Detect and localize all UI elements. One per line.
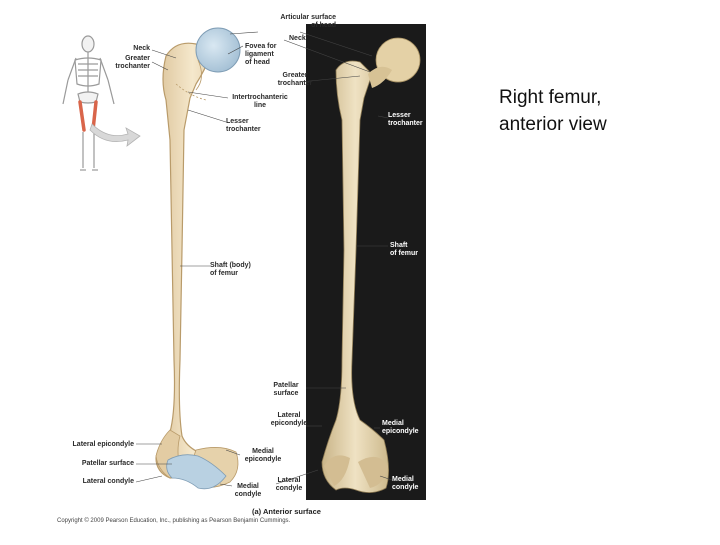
- label-lateral-epicondyle-left: Lateral epicondyle: [72, 441, 134, 448]
- label-greater-trochanter-left: Greater trochanter: [115, 55, 150, 70]
- label-medial-condyle-mid: Medial condyle: [234, 483, 262, 498]
- label-lateral-condyle-left: Lateral condyle: [82, 478, 134, 485]
- label-greater-trochanter-mid: Greater trochanter: [277, 72, 313, 87]
- label-neck-mid: Neck: [289, 35, 306, 42]
- label-lesser-trochanter-mid: Lesser trochanter: [226, 118, 261, 133]
- label-medial-epicondyle-mid: Medial epicondyle: [244, 448, 282, 463]
- slide-caption: Right femur, anterior view: [499, 87, 607, 135]
- femur-photo: [321, 37, 421, 493]
- label-medial-condyle-photo: Medial condyle: [392, 476, 419, 491]
- label-shaft-mid: Shaft (body) of femur: [210, 262, 251, 277]
- label-intertrochanteric: Intertrochanteric line: [232, 94, 288, 109]
- pointer-arrow-icon: [89, 123, 141, 147]
- leader-lines: [135, 31, 393, 487]
- label-neck-left: Neck: [133, 45, 150, 52]
- label-patellar-surface-left: Patellar surface: [81, 460, 134, 467]
- photo-panel: [306, 24, 426, 500]
- label-lateral-epicondyle-mid: Lateral epicondyle: [270, 412, 308, 427]
- label-patellar-surface-mid: Patellar surface: [273, 382, 299, 397]
- label-shaft-photo: Shaft of femur: [390, 242, 418, 257]
- label-fovea: Fovea for ligament of head: [245, 43, 277, 66]
- label-lateral-condyle-mid: Lateral condyle: [275, 477, 303, 492]
- label-medial-epicondyle-photo: Medial epicondyle: [382, 420, 419, 435]
- femur-drawing: [155, 27, 241, 490]
- subcaption: (a) Anterior surface: [252, 507, 321, 516]
- label-articular-surface: Articular surface of head: [280, 14, 336, 29]
- label-lesser-trochanter-photo: Lesser trochanter: [388, 112, 423, 127]
- copyright-notice: Copyright © 2009 Pearson Education, Inc.…: [57, 518, 291, 524]
- skeleton-icon: [62, 35, 115, 171]
